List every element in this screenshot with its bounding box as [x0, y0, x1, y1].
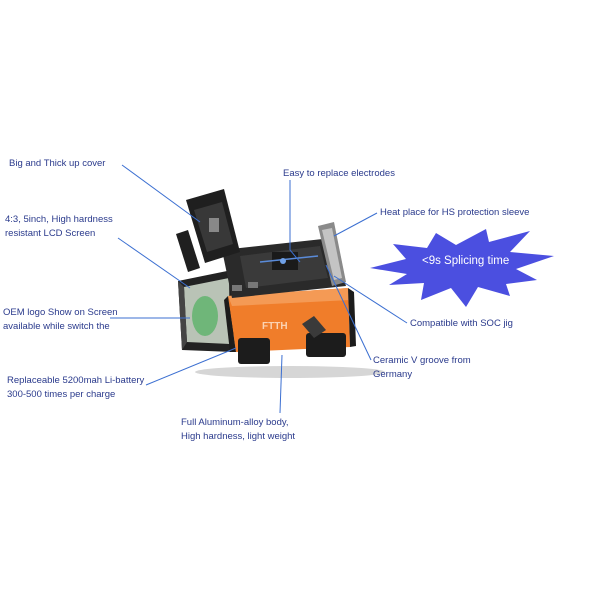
label-lcd-line1: 4:3, 5inch, High hardness: [5, 214, 113, 225]
label-heater: Heat place for HS protection sleeve: [380, 206, 529, 220]
label-cover: Big and Thick up cover: [9, 157, 105, 171]
label-electrodes-text: Easy to replace electrodes: [283, 168, 395, 179]
device-shadow: [195, 366, 385, 378]
leader-lines: [110, 164, 408, 414]
label-v-groove: Ceramic V groove from Germany: [373, 354, 471, 382]
lcd-screen-panel: [178, 270, 234, 352]
oem-logo: FTTH: [262, 321, 288, 332]
splice-deck: [222, 238, 346, 298]
device-body: FTTH: [224, 288, 356, 364]
label-cover-text: Big and Thick up cover: [9, 158, 106, 169]
side-strap: [302, 316, 326, 338]
label-electrodes: Easy to replace electrodes: [283, 167, 395, 181]
label-oem-line2: available while switch the: [3, 321, 110, 332]
label-vgroove-line2: Germany: [373, 369, 413, 380]
label-soc-jig: Compatible with SOC jig: [410, 317, 513, 331]
label-heater-text: Heat place for HS protection sleeve: [380, 207, 530, 218]
splicing-time-text: <9s Splicing time: [422, 255, 510, 267]
heater: [318, 222, 346, 286]
label-soc-text: Compatible with SOC jig: [410, 318, 513, 329]
label-oem-line1: OEM logo Show on Screen: [3, 307, 118, 318]
label-battery-line1: Replaceable 5200mah Li-battery: [7, 375, 145, 386]
label-oem-logo: OEM logo Show on Screen available while …: [3, 306, 118, 334]
label-battery-line2: 300-500 times per charge: [7, 389, 116, 400]
label-alu-line1: Full Aluminum-alloy body,: [181, 417, 289, 428]
label-lcd-screen: 4:3, 5inch, High hardness resistant LCD …: [5, 213, 113, 241]
label-lcd-line2: resistant LCD Screen: [5, 228, 96, 239]
label-alu-line2: High hardness, light weight: [181, 431, 296, 442]
splicing-time-burst: [370, 229, 554, 307]
open-cover: [176, 189, 240, 272]
label-aluminum-body: Full Aluminum-alloy body, High hardness,…: [181, 416, 295, 444]
label-battery: Replaceable 5200mah Li-battery 300-500 t…: [7, 374, 144, 402]
label-vgroove-line1: Ceramic V groove from: [373, 355, 471, 366]
